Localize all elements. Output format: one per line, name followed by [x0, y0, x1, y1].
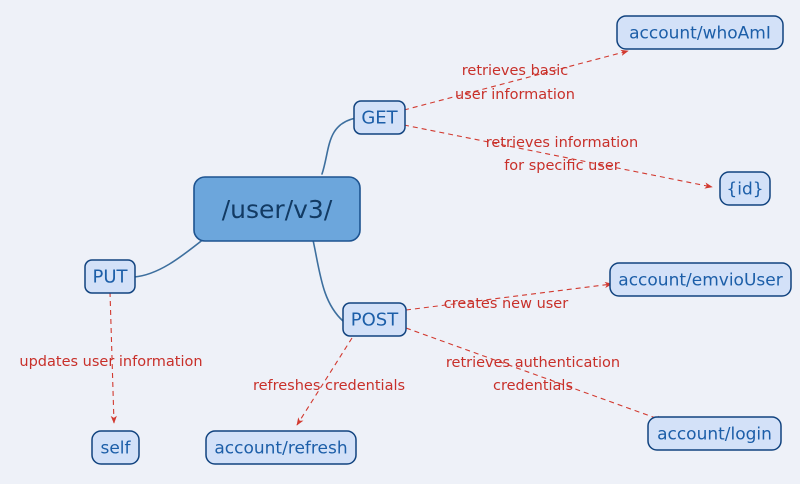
- node-endpoint-emviouser[interactable]: account/emvioUser: [609, 262, 792, 297]
- node-endpoint-login[interactable]: account/login: [647, 416, 782, 451]
- node-method-put[interactable]: PUT: [84, 259, 136, 294]
- edge-label-get-whoami: retrieves basic user information: [455, 63, 575, 103]
- edge-root-to-get: [321, 117, 357, 175]
- edge-label-line-1: retrieves authentication: [446, 355, 620, 371]
- node-method-get-label: GET: [361, 108, 398, 129]
- edge-label-post-refresh: refreshes credentials: [253, 378, 405, 394]
- node-endpoint-whoami[interactable]: account/whoAmI: [616, 15, 784, 50]
- node-root-label: /user/v3/: [222, 195, 333, 224]
- edge-get-to-id: [403, 124, 713, 189]
- node-root-user-v3[interactable]: /user/v3/: [193, 176, 361, 242]
- edge-label-line-2: user information: [455, 87, 575, 103]
- node-endpoint-id[interactable]: {id}: [719, 171, 771, 206]
- node-method-post-shape[interactable]: [342, 302, 407, 337]
- edge-label-line-1: refreshes credentials: [253, 378, 405, 394]
- edge-label-line-1: retrieves basic: [462, 63, 568, 79]
- node-endpoint-refresh-label: account/refresh: [214, 439, 347, 459]
- node-method-get[interactable]: GET: [353, 100, 406, 135]
- node-endpoint-whoami-label: account/whoAmI: [629, 24, 771, 44]
- node-endpoint-id-label: {id}: [726, 180, 763, 200]
- node-endpoint-refresh-shape[interactable]: [205, 430, 357, 465]
- node-endpoint-emviouser-label: account/emvioUser: [618, 271, 782, 291]
- edge-label-line-1: updates user information: [19, 354, 202, 370]
- node-endpoint-emviouser-shape[interactable]: [609, 262, 792, 297]
- edge-post-to-login: [405, 327, 665, 422]
- edge-put-to-self: [109, 291, 117, 424]
- node-endpoint-login-label: account/login: [657, 425, 772, 445]
- node-method-post-label: POST: [351, 310, 399, 331]
- edge-get-to-whoami: [403, 49, 629, 111]
- edge-label-put-self: updates user information: [19, 354, 202, 370]
- node-method-post[interactable]: POST: [342, 302, 407, 337]
- edge-label-post-emviouser: creates new user: [444, 296, 568, 312]
- node-endpoint-id-shape[interactable]: [719, 171, 771, 206]
- right-edge-strip: [800, 0, 808, 484]
- node-method-get-shape[interactable]: [353, 100, 406, 135]
- node-endpoint-self-label: self: [100, 439, 131, 459]
- edge-label-get-id: retrieves information for specific user: [486, 135, 639, 174]
- edge-label-line-2: credentials: [493, 378, 573, 394]
- node-endpoint-whoami-shape[interactable]: [616, 15, 784, 50]
- edge-root-to-put: [133, 237, 206, 278]
- node-root-shape[interactable]: [193, 176, 361, 242]
- edge-label-line-1: creates new user: [444, 296, 568, 312]
- node-method-put-label: PUT: [92, 267, 128, 288]
- node-method-put-shape[interactable]: [84, 259, 136, 294]
- node-endpoint-login-shape[interactable]: [647, 416, 782, 451]
- edge-label-post-login: retrieves authentication credentials: [446, 355, 620, 394]
- node-endpoint-refresh[interactable]: account/refresh: [205, 430, 357, 465]
- edge-label-line-1: retrieves information: [486, 135, 639, 151]
- node-endpoint-self[interactable]: self: [91, 430, 140, 465]
- node-endpoint-self-shape[interactable]: [91, 430, 140, 465]
- edge-root-to-post: [312, 239, 344, 322]
- edge-label-line-2: for specific user: [504, 158, 620, 174]
- edge-post-to-emviouser: [405, 281, 613, 311]
- edge-post-to-refresh: [296, 337, 353, 426]
